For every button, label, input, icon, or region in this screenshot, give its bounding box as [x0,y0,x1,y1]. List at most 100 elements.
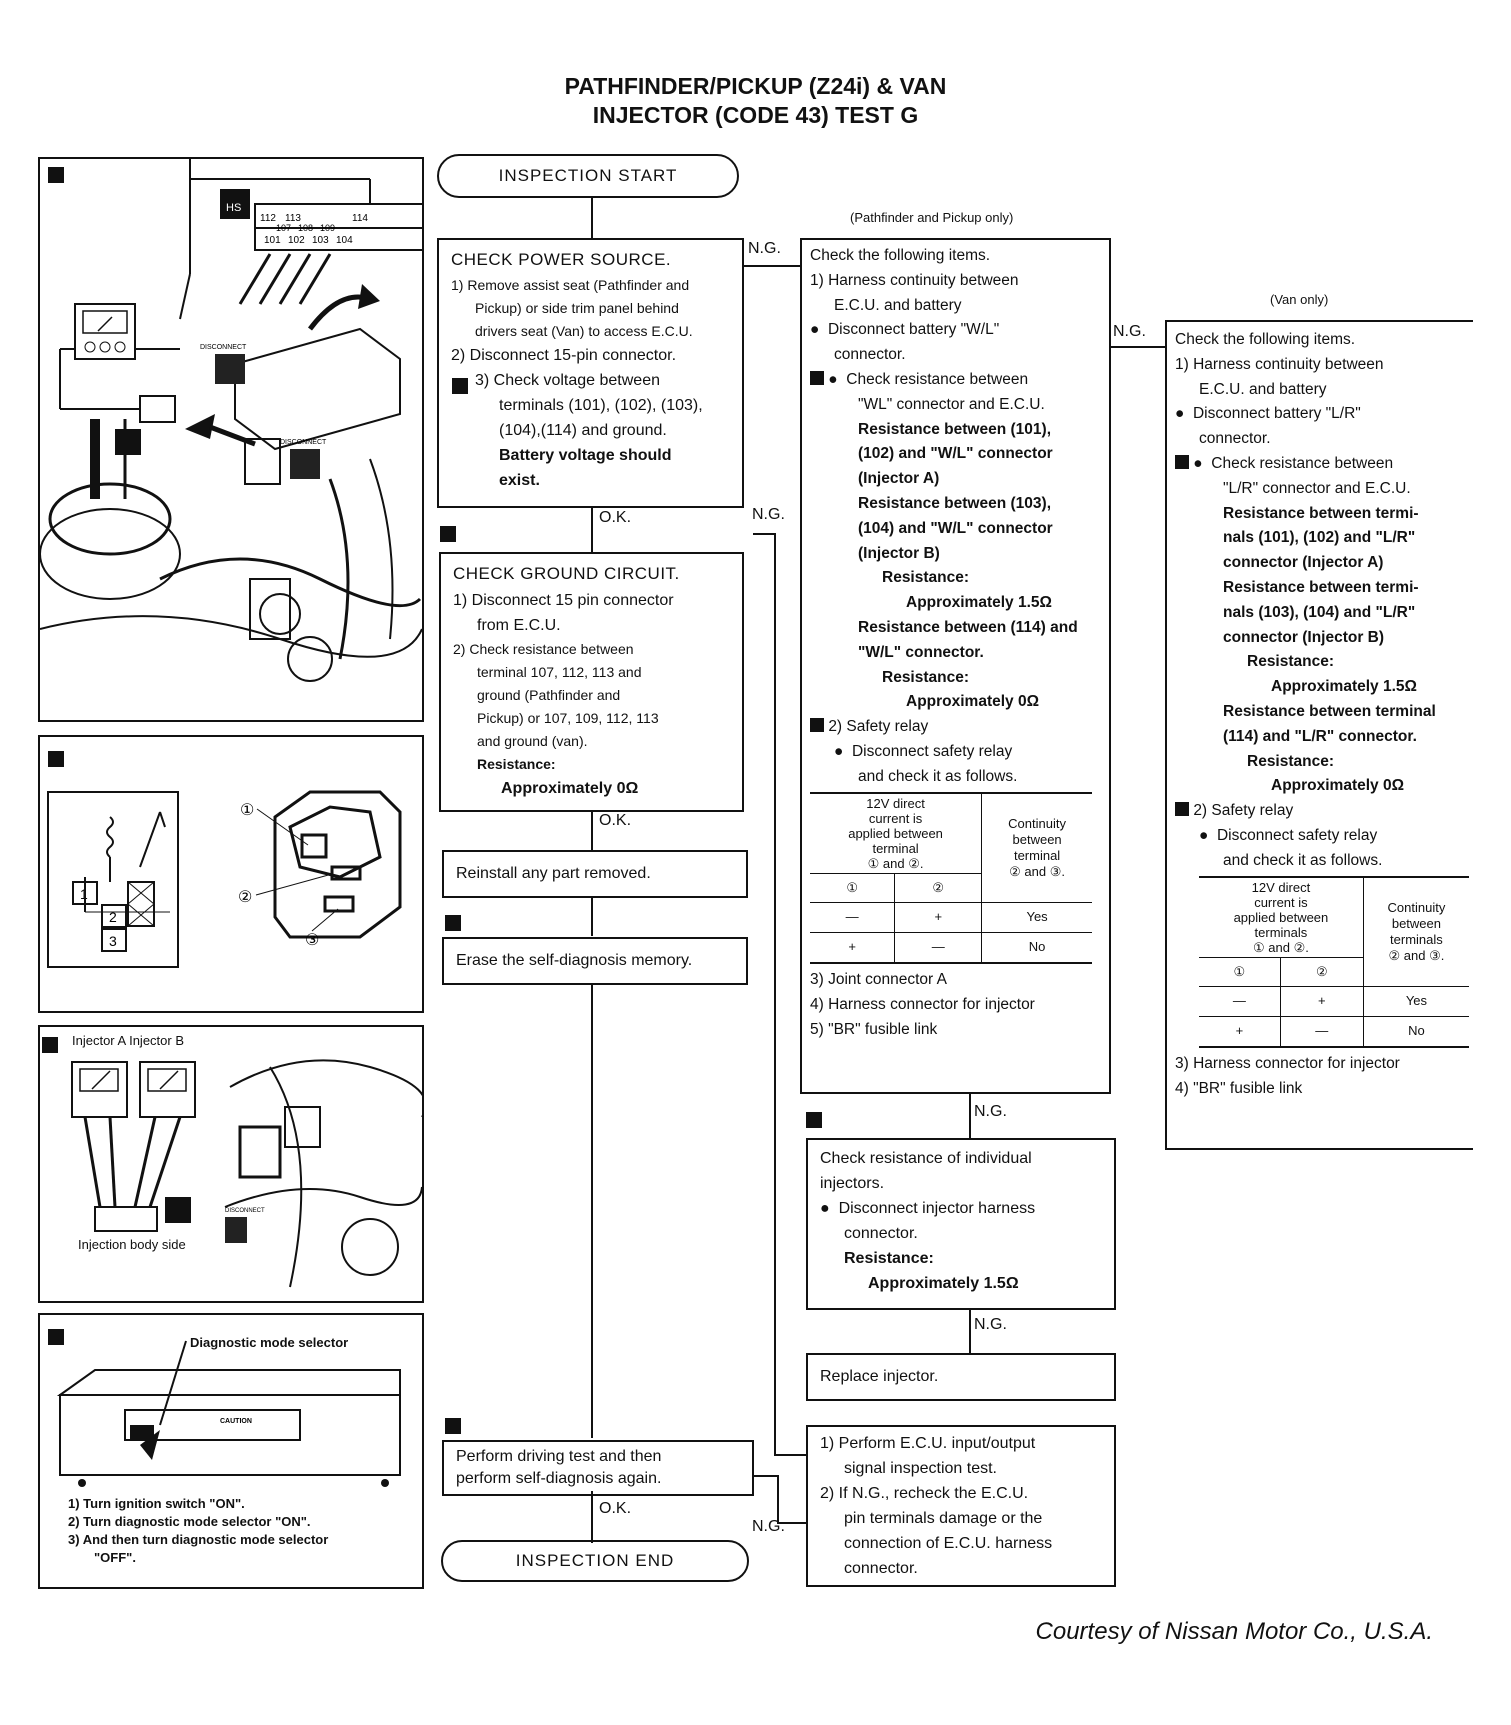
diagnostic-step-1: 1) Turn ignition switch "ON". [68,1496,245,1511]
ok-label-3: O.K. [599,1500,632,1517]
ground-resistance: Resistance: [477,756,556,772]
relay-body-icon [273,790,402,939]
pf-wl-connector-2: and "W/L" connector [898,519,1053,537]
pf-res-7: Resistance: [882,569,970,587]
pf-term-102: 102 [863,445,890,463]
table-row: — + Yes [810,902,1092,933]
disconnect-label-1: DISCONNECT [200,344,247,351]
van-res-6: connector (Injector B) [1223,628,1385,646]
pf-rt-h2d: ② and ③. [1009,863,1065,879]
flow-line-ok-2 [591,811,593,851]
diagnostic-mode-selector-label: Diagnostic mode selector [190,1335,349,1350]
van-rt-r2a: + [1199,1016,1281,1047]
ind-disconnect: Disconnect injector harness [838,1200,1036,1217]
caution-label: CAUTION [220,1418,252,1425]
van-res-7: Resistance: [1247,653,1335,671]
van-rt-col2: ② [1280,956,1364,987]
pf-line-6: ● Check resistance between [810,368,1101,393]
term-101: 101 [573,397,601,414]
ecu-unit-icon [234,327,401,451]
and-ground: and ground. [581,422,667,439]
pf-disconnect-relay: Disconnect safety relay [851,742,1013,760]
ng-label-2: N.G. [1113,323,1146,340]
relay-callout-1: ① [240,802,254,819]
step-tag-d [445,1418,461,1434]
pf-safety-relay-label: 2) Safety relay [828,718,929,736]
van-res-4: Resistance between termi- [1223,578,1419,596]
figure-tag-c [48,167,64,183]
pf-rt-r1b: + [894,902,983,933]
pf-res-4: Resistance between (103), [858,494,1051,512]
ecu-line-1: 1) Perform E.C.U. input/output [820,1435,1036,1452]
pf-safety-relay-1: ● Disconnect safety relay [834,742,1013,760]
pf-rt-r2c: No [981,932,1092,963]
term-102: 102 [619,397,647,414]
van-rt-h1b: current is [1254,894,1308,910]
van-res-9: Resistance between terminal [1223,702,1436,720]
van-tag-c [1175,454,1189,469]
figure-panel-diagnostic-mode: Diagnostic mode selector CAUTION 1) Turn… [38,1313,424,1589]
pf-term-104: 104 [863,519,890,537]
power-step-3a: 3) Check voltage between [475,372,660,389]
mode-selector-switch [130,1425,154,1439]
pf-tag-d [810,718,824,733]
relay-callout-2: ② [238,889,252,906]
disconnect-label-2: DISCONNECT [280,439,327,446]
pf-res-between-2: Resistance between [858,494,1007,512]
pf-res-between-3: Resistance between [858,618,1007,636]
ground-value: Approximately 0Ω [501,780,639,797]
van-res-5: nals (103), (104) and "L/R" [1223,603,1416,621]
terminal-109: 109 [320,223,335,233]
terminal-101: 101 [264,235,281,246]
pf-relay-table: 12V direct current is applied between te… [810,791,1092,964]
van-rt-r2c: No [1363,1016,1469,1047]
van-res-1: Resistance between termi- [1223,504,1419,522]
pf-res-1: Resistance between (101), [858,420,1051,438]
van-term-103: 103 [1263,603,1290,621]
van-res-10: (114) and "L/R" connector. [1223,727,1417,745]
check-ground-circuit-box: CHECK GROUND CIRCUIT. 1) Disconnect 15 p… [439,552,744,812]
van-relay-table: 12V direct current is applied between te… [1199,875,1469,1048]
van-rt-r1a: — [1199,986,1281,1017]
pf-rt-r1a: — [810,902,896,933]
pf-safety-relay: 2) Safety relay [810,715,1101,740]
van-rt-col1: ① [1199,956,1281,987]
power-step-3b: terminals (101), (102), (103), [499,397,703,414]
pf-line-7: "WL" connector and E.C.U. [858,395,1045,413]
ground-step-2c: ground (Pathfinder and [477,687,621,703]
flow-line-erase [591,983,593,1438]
figure-tag-e [42,1037,58,1053]
power-step-1c: drivers seat (Van) to access E.C.U. [475,323,693,339]
flow-line-ng-ground-in [774,1454,806,1456]
van-safety-relay-label: 2) Safety relay [1193,802,1294,820]
term-104: 104 [504,422,532,439]
power-heading: CHECK POWER SOURCE. [451,250,672,269]
voltmeter-icon [74,303,136,360]
pf-and: and [1050,618,1078,636]
van-lr-1: and "L/R" [1343,529,1416,547]
van-check-resistance: Check resistance between [1211,454,1394,472]
figure-panel-injectors: Injector A Injector B Injection body sid… [38,1025,427,1303]
pf-res-5: (104) and "W/L" connector [858,519,1053,537]
inspection-end: INSPECTION END [441,1540,749,1582]
van-rt-h2a: Continuity [1387,899,1446,915]
table-row: — + Yes [1199,986,1469,1017]
ecu-line-3: 2) If N.G., recheck the E.C.U. [820,1485,1029,1502]
table-row: + — No [810,932,1092,963]
power-step-1b: Pickup) or side trim panel behind [475,300,679,316]
ind-line-4: connector. [844,1225,918,1242]
pf-wl-connector-1: and "W/L" connector [898,445,1053,463]
safety-relay-illustration: 1 2 3 ① ② ③ [47,790,402,968]
pf-item-5: 5) "BR" fusible link [810,1020,938,1038]
van-relay-header-1: 12V direct current is applied between te… [1199,876,1364,958]
terminal-112: 112 [260,213,276,224]
van-res-12: Approximately 0Ω [1271,777,1405,795]
van-rt-r1b: + [1280,986,1364,1017]
ng-label-3: N.G. [752,506,785,523]
terminal-113: 113 [285,213,301,224]
terminals-word: terminals [499,397,564,414]
ecu-connector-illustration: 112 113 114 101 102 103 104 107 108 109 … [39,159,439,682]
relay-callout-3: ③ [305,932,319,949]
ecu-line-6: connector. [844,1560,918,1577]
flow-line-ng-drive-in [777,1522,806,1524]
